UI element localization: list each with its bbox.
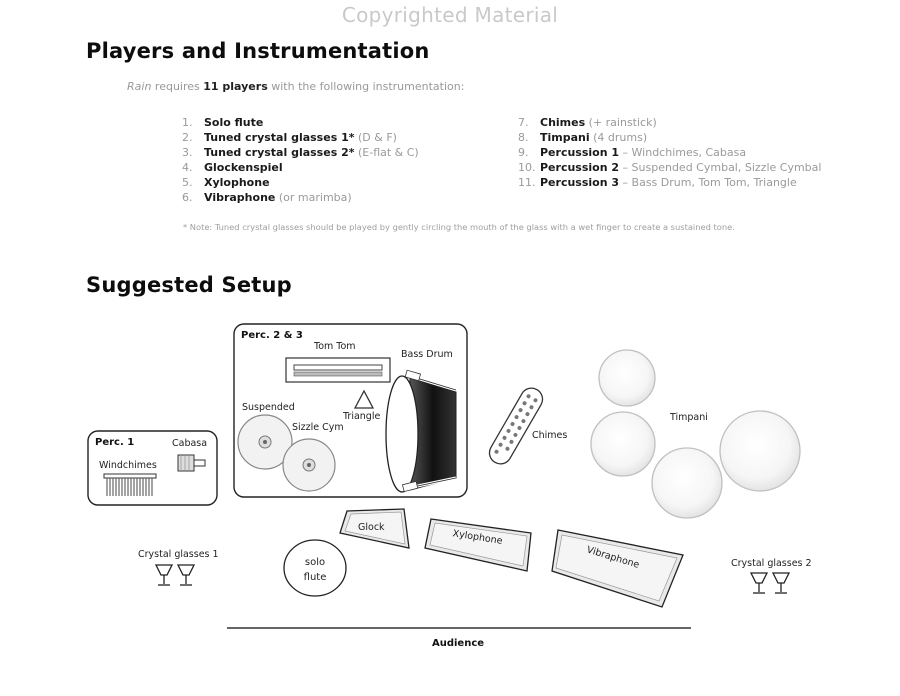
perc1-box [87, 430, 218, 506]
crystal-glasses-2-icon [749, 572, 791, 594]
instrument-list-right: 7. Chimes (+ rainstick) 8. Timpani (4 drum… [518, 115, 821, 190]
list-item: 10. Percussion 2 – Suspended Cymbal, Sizz… [518, 160, 821, 175]
list-item: 4. Glockenspiel [182, 160, 419, 175]
crystal-glasses-2-label: Crystal glasses 2 [731, 558, 812, 569]
section-title-players: Players and Instrumentation [86, 39, 430, 63]
instrument-list-left: 1. Solo flute 2. Tuned crystal glasses 1* … [182, 115, 419, 205]
instrument-name: Chimes [540, 116, 586, 129]
item-number: 7. [518, 116, 529, 129]
suspended-cymbal-icon [237, 414, 293, 470]
watermark: Copyrighted Material [341, 3, 559, 27]
list-item: 1. Solo flute [182, 115, 419, 130]
cabasa-icon [177, 454, 206, 472]
instrument-note: (or marimba) [275, 191, 352, 204]
item-number: 5. [182, 176, 193, 189]
item-number: 1. [182, 116, 193, 129]
instrument-note: (D & F) [354, 131, 397, 144]
instrument-name: Xylophone [204, 176, 270, 189]
intro-post: with the following instrumentation: [267, 80, 465, 93]
intro-pre: requires [151, 80, 204, 93]
list-item: 3. Tuned crystal glasses 2* (E-flat & C) [182, 145, 419, 160]
tom-tom-label: Tom Tom [313, 341, 356, 352]
list-item: 11. Percussion 3 – Bass Drum, Tom Tom, Tr… [518, 175, 821, 190]
bass-drum-icon [385, 369, 457, 493]
instrument-name: Tuned crystal glasses 1* [204, 131, 355, 144]
item-number: 2. [182, 131, 193, 144]
instrument-note: – Windchimes, Cabasa [619, 146, 747, 159]
instrument-name: Solo flute [204, 116, 264, 129]
triangle-label: Triangle [342, 411, 380, 422]
timpani-icon [590, 349, 801, 519]
instrument-name: Timpani [540, 131, 590, 144]
instrument-name: Percussion 3 [540, 176, 620, 189]
timpani-label: Timpani [669, 412, 708, 423]
instrument-name: Vibraphone [204, 191, 276, 204]
item-number: 8. [518, 131, 529, 144]
list-item: 2. Tuned crystal glasses 1* (D & F) [182, 130, 419, 145]
instrument-note: (4 drums) [589, 131, 648, 144]
item-number: 11. [518, 176, 536, 189]
triangle-icon [353, 389, 375, 409]
crystal-glasses-1-label: Crystal glasses 1 [138, 549, 219, 560]
perc1-label: Perc. 1 [95, 437, 134, 448]
piece-title: Rain [127, 80, 152, 93]
sizzle-label: Sizzle Cym [292, 422, 344, 433]
section-title-setup: Suggested Setup [86, 273, 292, 297]
list-item: 7. Chimes (+ rainstick) [518, 115, 821, 130]
player-count: 11 players [203, 80, 268, 93]
glock-label: Glock [358, 522, 385, 533]
instrument-note: – Bass Drum, Tom Tom, Triangle [619, 176, 797, 189]
list-item: 9. Percussion 1 – Windchimes, Cabasa [518, 145, 821, 160]
instrument-name: Tuned crystal glasses 2* [204, 146, 355, 159]
instrument-note: (+ rainstick) [585, 116, 657, 129]
bass-drum-label: Bass Drum [401, 349, 453, 360]
instrument-name: Percussion 2 [540, 161, 620, 174]
windchimes-label: Windchimes [99, 460, 157, 471]
instrument-name: Percussion 1 [540, 146, 620, 159]
glock-icon [339, 508, 410, 549]
sizzle-cymbal-icon [282, 438, 336, 492]
windchimes-icon [103, 473, 157, 496]
instrument-note: – Suspended Cymbal, Sizzle Cymbal [619, 161, 822, 174]
flute-label: flute [304, 572, 327, 583]
xylophone-icon [424, 518, 532, 572]
audience-label: Audience [432, 638, 484, 649]
item-number: 9. [518, 146, 529, 159]
instrument-note: (E-flat & C) [354, 146, 419, 159]
perc23-label: Perc. 2 & 3 [241, 330, 303, 341]
solo-label: solo [305, 557, 325, 568]
footnote: * Note: Tuned crystal glasses should be … [183, 222, 735, 232]
chimes-icon [488, 387, 544, 465]
setup-diagram: Perc. 2 & 3 Tom Tom Bass Drum Triangle S… [87, 323, 812, 649]
item-number: 6. [182, 191, 193, 204]
item-number: 4. [182, 161, 193, 174]
instrument-name: Glockenspiel [204, 161, 283, 174]
list-item: 5. Xylophone [182, 175, 419, 190]
chimes-label: Chimes [532, 430, 567, 441]
cabasa-label: Cabasa [172, 438, 207, 449]
solo-flute-icon [283, 539, 347, 597]
item-number: 10. [518, 161, 536, 174]
intro-text: Rain requires 11 players with the follow… [127, 80, 464, 93]
tom-tom-icon [285, 357, 391, 383]
list-item: 6. Vibraphone (or marimba) [182, 190, 419, 205]
vibraphone-icon [551, 529, 684, 608]
crystal-glasses-1-icon [154, 564, 196, 586]
suspended-label: Suspended [242, 402, 295, 413]
item-number: 3. [182, 146, 193, 159]
list-item: 8. Timpani (4 drums) [518, 130, 821, 145]
